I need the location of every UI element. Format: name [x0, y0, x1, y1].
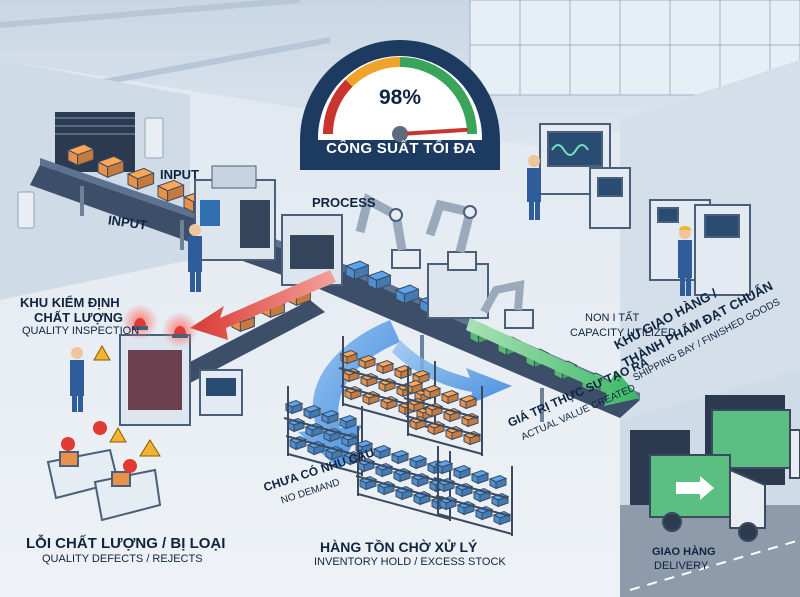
- reject-bins: [46, 421, 162, 522]
- gauge-arc-segment: [323, 79, 353, 135]
- defects-label-en: QUALITY DEFECTS / REJECTS: [42, 553, 203, 565]
- robot-arms: [355, 193, 534, 329]
- rack-box: [375, 359, 395, 375]
- rack-box: [302, 404, 322, 420]
- warning-icons: [93, 344, 161, 457]
- windows: [469, 0, 800, 96]
- rack-box: [426, 420, 446, 436]
- rack-box: [359, 372, 379, 388]
- box-process: [344, 260, 370, 281]
- rack-box: [320, 409, 340, 425]
- gauge-value: 98%: [378, 86, 422, 109]
- process-label: PROCESS: [312, 195, 376, 210]
- delivery-label-en: DELIVERY: [654, 560, 709, 572]
- quality-label-vi-1: KHU KIỂM ĐỊNH: [20, 295, 120, 310]
- rack-box: [452, 464, 472, 480]
- inventory-label-en: INVENTORY HOLD / EXCESS STOCK: [314, 556, 506, 568]
- reject-arrow: [190, 270, 336, 340]
- box-process: [394, 284, 420, 305]
- rack-box: [372, 444, 392, 460]
- box-input: [66, 143, 95, 167]
- inventory-label-vi: HÀNG TỒN CHỜ XỬ LÝ: [320, 539, 478, 555]
- rack-box: [390, 449, 410, 465]
- gauge-arc-segment: [345, 57, 401, 87]
- rack-box: [338, 414, 358, 430]
- rack-box: [458, 394, 478, 410]
- gauge-title: CÔNG SUẤT TỐI ĐA: [326, 140, 476, 157]
- workers: [70, 155, 692, 412]
- delivery-label-vi: GIAO HÀNG: [652, 546, 716, 558]
- quality-label-en: QUALITY INSPECTION: [22, 325, 140, 337]
- input-top-label: INPUT: [160, 167, 199, 182]
- rack-box: [488, 474, 508, 490]
- process-machine: [281, 214, 489, 319]
- quality-label-vi-2: CHẤT LƯỢNG: [34, 310, 124, 325]
- input-machine: [194, 165, 276, 261]
- rack-box: [422, 384, 442, 400]
- inspection-station: [119, 304, 243, 426]
- capacity-label-vi: NON I TẤT: [585, 312, 640, 324]
- rack-box: [440, 389, 460, 405]
- gauge-arc-segment: [399, 57, 477, 135]
- trucks: [649, 409, 800, 542]
- rack-box: [470, 469, 490, 485]
- box-input: [156, 179, 185, 203]
- capacity-gauge: [300, 40, 500, 170]
- rack: [433, 446, 513, 536]
- value-arrow: [466, 318, 640, 406]
- rack-box: [408, 454, 428, 470]
- gauge-needle: [398, 127, 468, 136]
- box-input: [126, 167, 155, 191]
- capacity-label-en: CAPACITY UTILIZED: [570, 327, 676, 339]
- rack-box: [357, 354, 377, 370]
- box-input: [96, 155, 125, 179]
- box-process: [366, 270, 392, 291]
- rack: [403, 366, 483, 456]
- inventory-racks: [283, 336, 513, 536]
- defects-label-vi: LỖI CHẤT LƯỢNG / BỊ LOẠI: [26, 535, 226, 552]
